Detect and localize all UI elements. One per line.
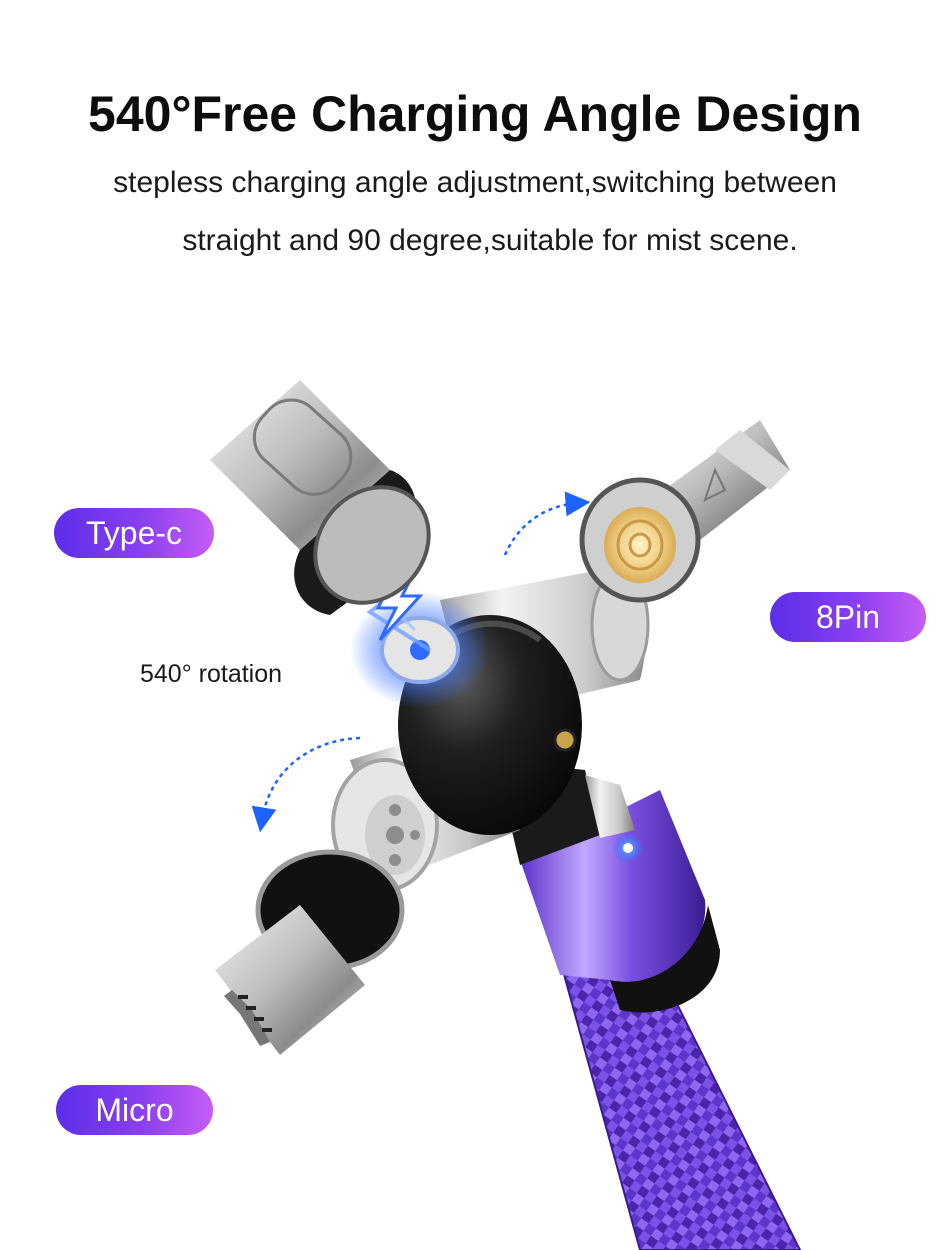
subtitle-line-1: stepless charging angle adjustment,switc…	[113, 166, 837, 199]
rotation-arrow-lower	[251, 736, 361, 833]
type-c-badge: Type-c	[54, 508, 214, 558]
type-c-connector	[210, 380, 431, 615]
rotation-label: 540° rotation	[140, 660, 283, 688]
micro-badge: Micro	[56, 1085, 213, 1135]
micro-usb-connector	[215, 849, 405, 1055]
subtitle-line-2: straight and 90 degree,suitable for mist…	[182, 224, 798, 257]
headline: 540°Free Charging Angle Design	[88, 86, 862, 142]
eight-pin-connector	[579, 420, 790, 603]
eight-pin-badge: 8Pin	[770, 592, 926, 642]
rotation-arrow-upper	[503, 491, 591, 556]
